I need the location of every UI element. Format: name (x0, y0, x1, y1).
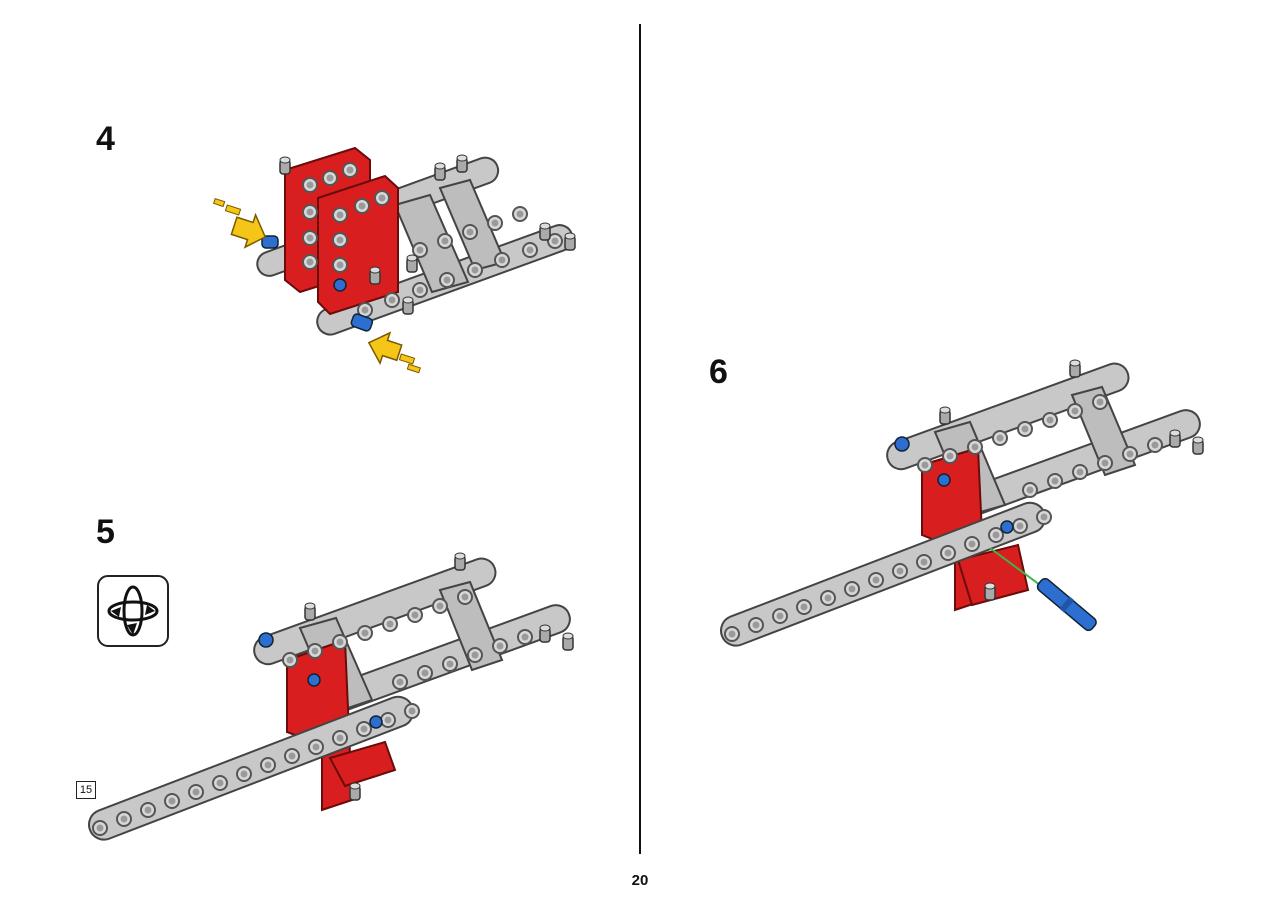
rotate-model-icon (97, 575, 169, 647)
step6-assembly (720, 359, 1204, 647)
step4-yellow-insert-arrow-right (367, 331, 421, 374)
step5-assembly (88, 552, 574, 841)
step-number-4: 4 (96, 120, 115, 158)
part-length-callout: 15 (76, 781, 96, 799)
step4-blue-pin-right (350, 313, 374, 332)
page-number: 20 (631, 872, 649, 889)
step-number-5: 5 (96, 513, 115, 551)
step6-blue-axle-pin (1036, 577, 1097, 632)
step4-assembly (212, 146, 576, 374)
step4-yellow-insert-arrow-left (212, 197, 267, 249)
step6-green-guide-line (989, 547, 1041, 586)
rotate-arrows-icon (107, 585, 159, 637)
step4-blue-pin-left (261, 235, 279, 249)
page-divider (639, 24, 641, 854)
step-number-6: 6 (709, 353, 728, 391)
